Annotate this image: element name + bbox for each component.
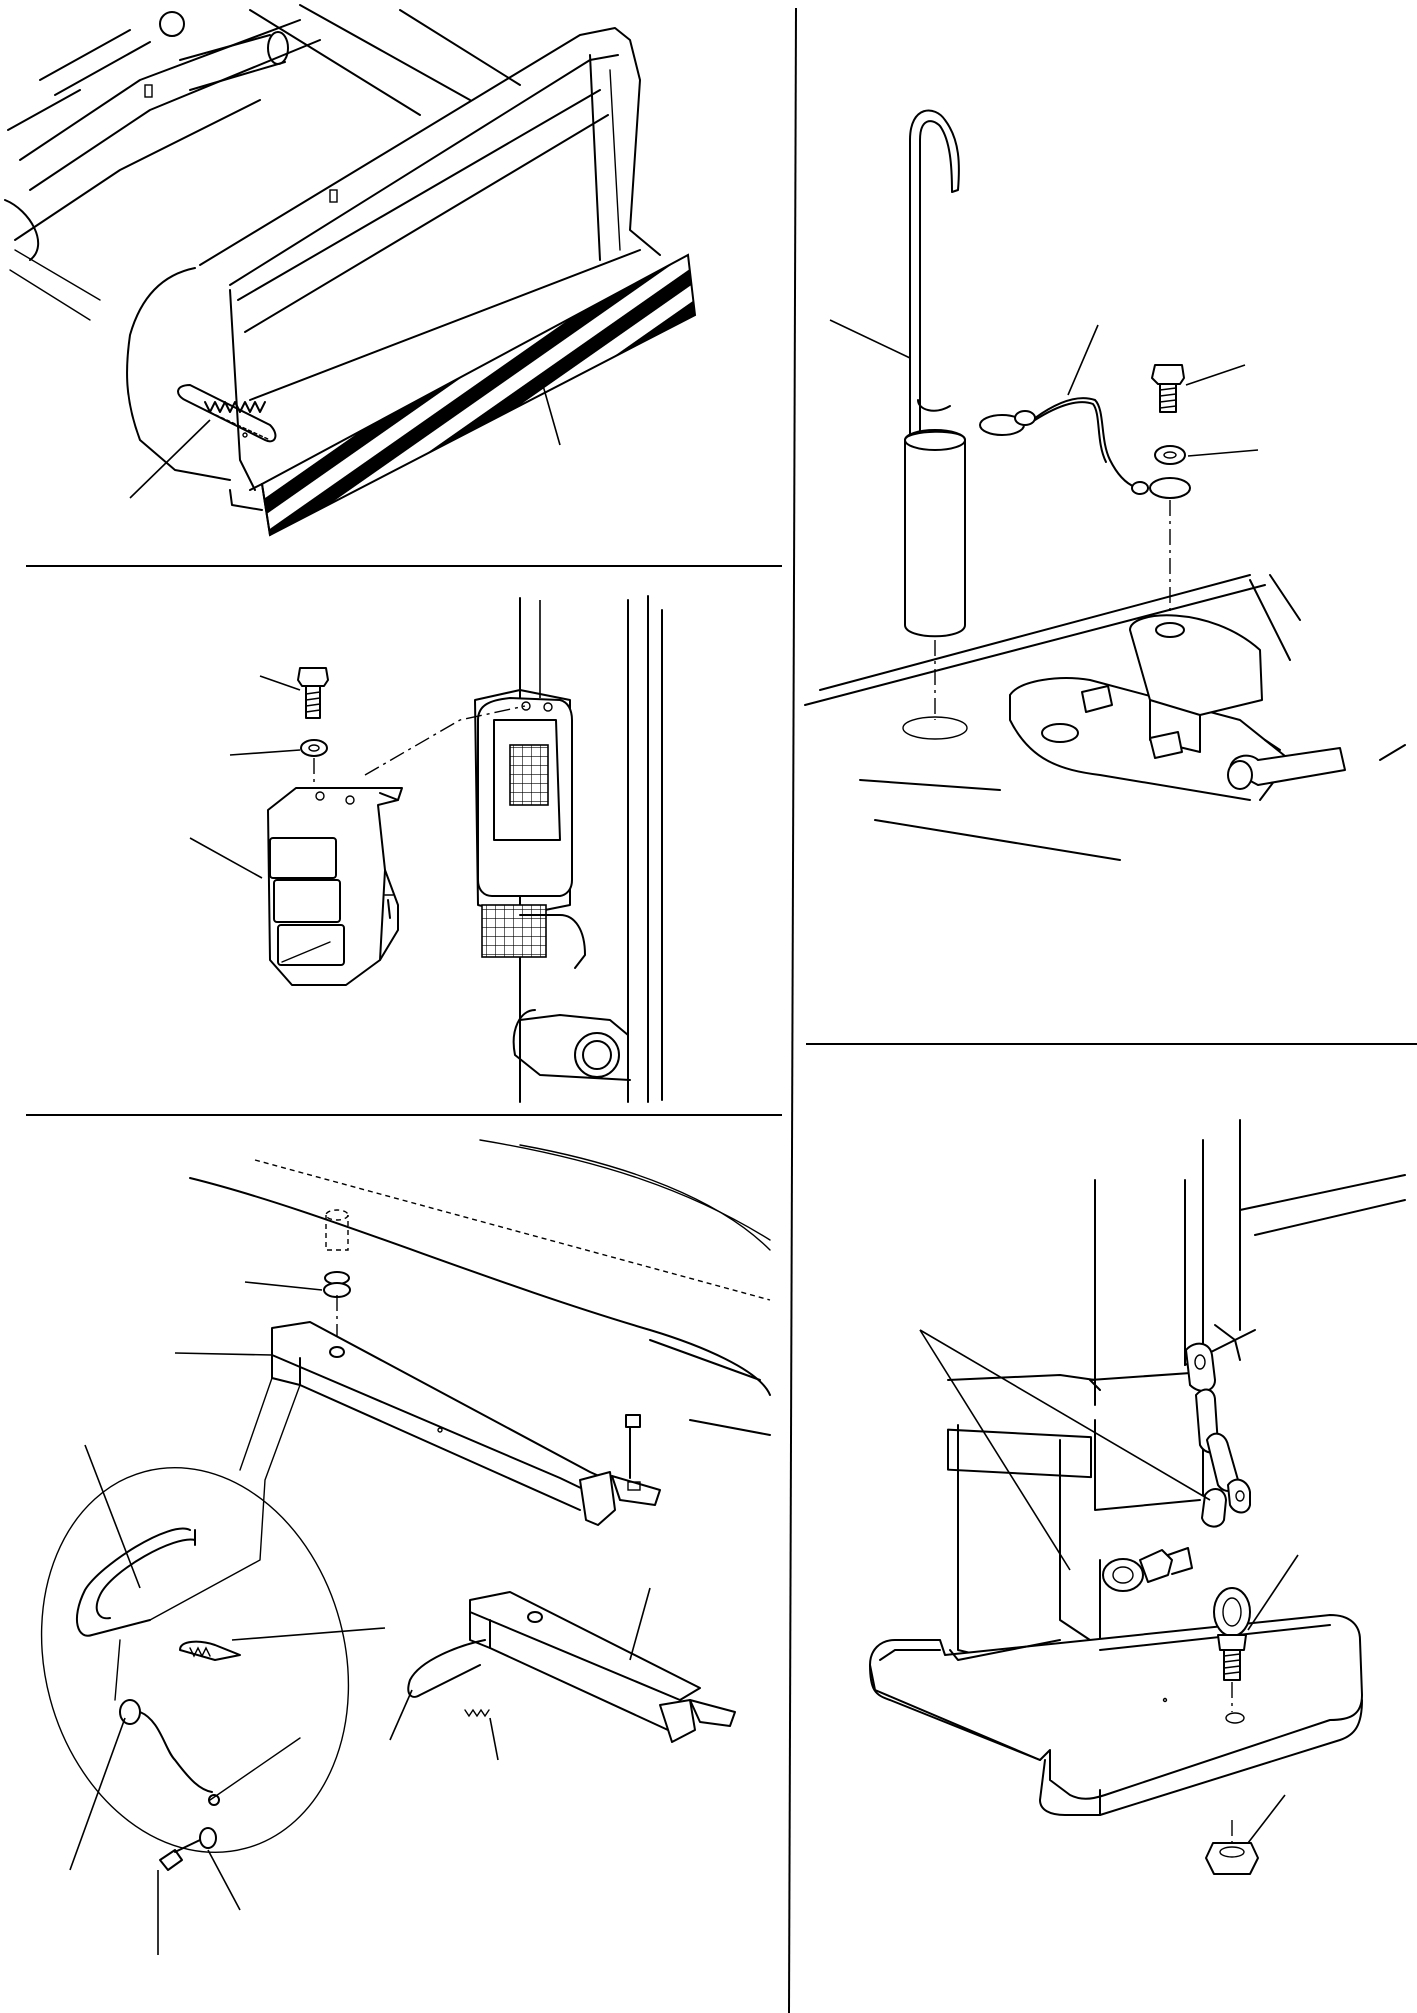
frame-background [189, 1139, 771, 1436]
hex-nut [1205, 1820, 1259, 1875]
edge-guard [249, 253, 697, 537]
mounting-bracket [804, 574, 1406, 861]
storage-hook [909, 109, 960, 441]
hex-bolt [1102, 1547, 1193, 1592]
lock-bar [271, 1321, 661, 1526]
post-chain-eyebolt-panel [869, 1119, 1406, 1875]
spring-clamp [177, 384, 277, 511]
safety-chain [1185, 1324, 1251, 1528]
post [947, 1119, 1406, 1661]
spare-lock-bar [407, 1591, 736, 1743]
guard-bolt [297, 667, 329, 719]
guard-washer [300, 739, 328, 757]
eyebolt [1213, 1587, 1251, 1712]
light-guard [267, 787, 403, 986]
hook-lock-pin-panel [804, 109, 1406, 861]
panel-dividers [26, 7, 1417, 2013]
step-light-guard-panel [189, 595, 663, 1103]
loader-arms [4, 4, 521, 321]
base-plate [869, 1614, 1363, 1816]
bucket-edge-guard-panel [4, 4, 697, 537]
bracket-bolt [1151, 364, 1186, 612]
bucket-body [126, 27, 661, 491]
cross-tube [144, 11, 338, 203]
lamp-housing [474, 595, 663, 1103]
lock-pin [323, 1209, 351, 1340]
lock-pin-body [902, 429, 968, 740]
lock-bar-panel [40, 1139, 771, 1955]
pin-lanyard [979, 397, 1191, 499]
detail-circle [40, 1377, 350, 1871]
